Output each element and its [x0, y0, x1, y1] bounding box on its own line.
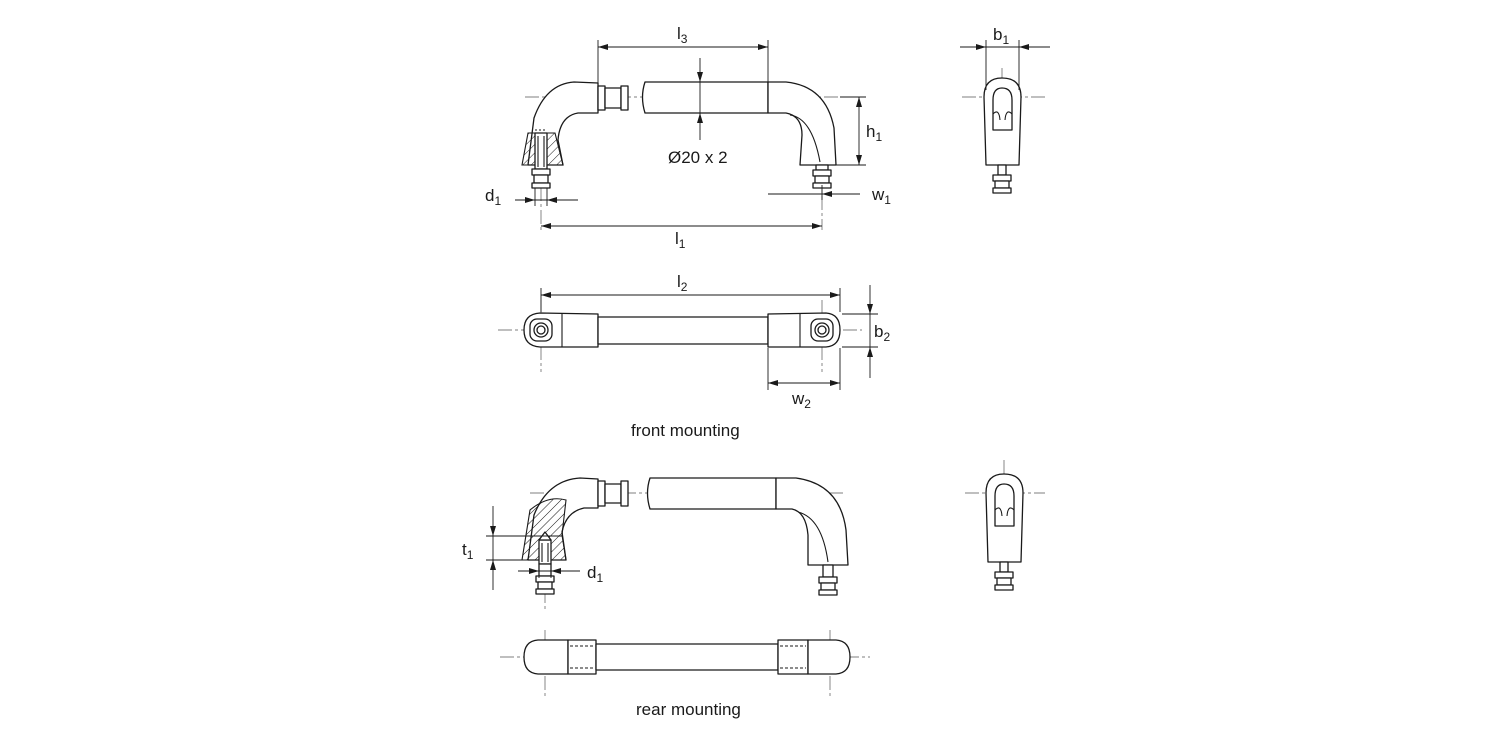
dim-label-b2: b2 [874, 322, 890, 344]
front-end-view [960, 40, 1050, 194]
dim-label-w1: w1 [871, 185, 891, 207]
front-side-view [515, 40, 866, 230]
rear-end-view [965, 460, 1045, 591]
caption-rear-mounting: rear mounting [636, 700, 741, 719]
tube-diameter-label: Ø20 x 2 [668, 148, 728, 167]
dim-label-t1: t1 [462, 540, 474, 562]
rear-side-view [486, 477, 849, 610]
dim-label-b1: b1 [993, 25, 1009, 47]
caption-front-mounting: front mounting [631, 421, 740, 440]
dim-label-l1: l1 [675, 229, 686, 251]
dim-label-d1-front: d1 [485, 186, 501, 208]
dim-label-d1-rear: d1 [587, 563, 603, 585]
dim-label-l3: l3 [677, 24, 688, 46]
dim-label-l2: l2 [677, 272, 688, 294]
front-top-view [498, 285, 878, 390]
dim-label-h1: h1 [866, 122, 882, 144]
rear-top-view [500, 630, 870, 698]
dim-label-w2: w2 [791, 389, 811, 411]
